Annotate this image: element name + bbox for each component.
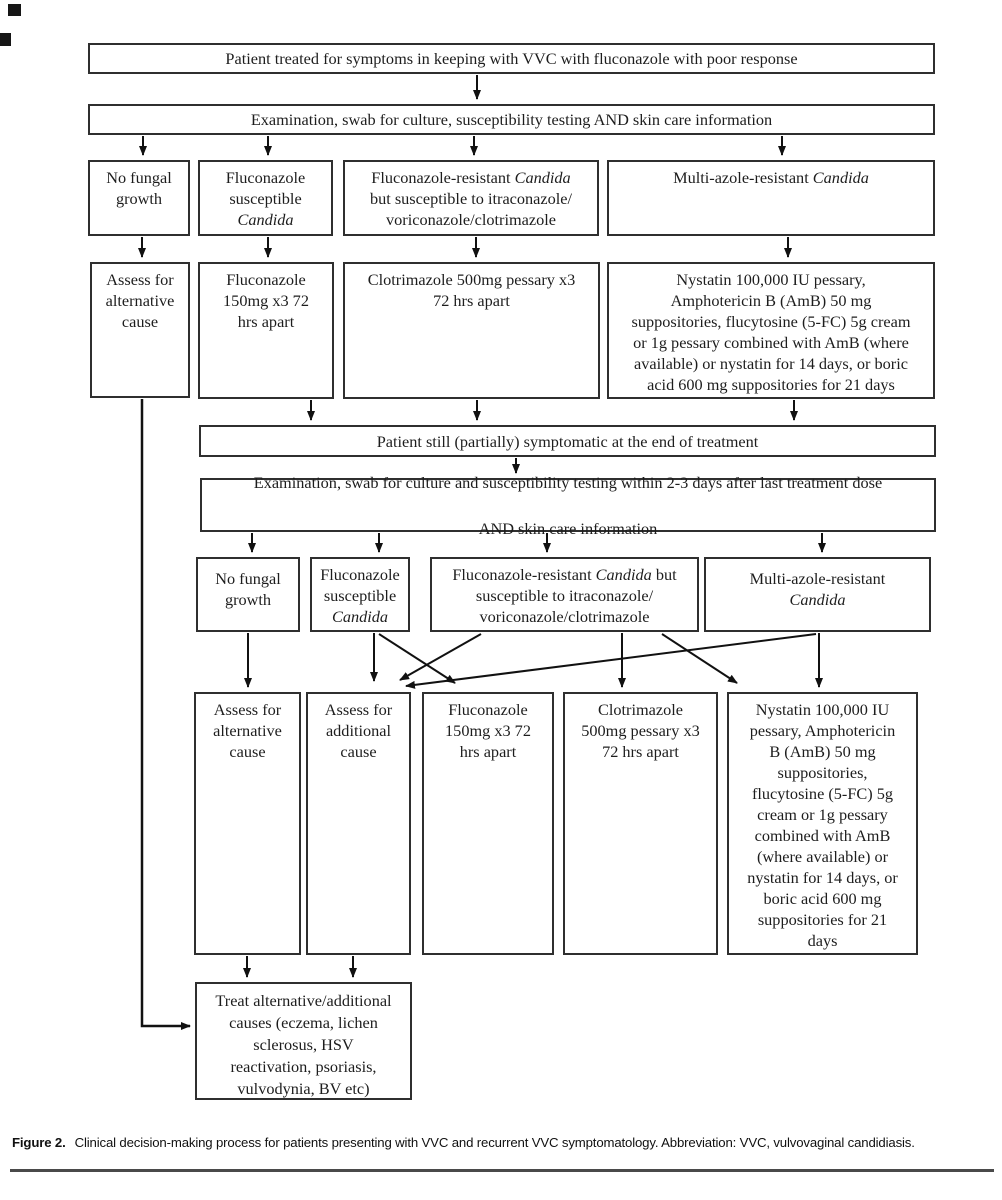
- bottom-rule: [10, 1169, 994, 1172]
- flow-node-exam2: Examination, swab for culture and suscep…: [200, 473, 936, 538]
- edge-d1-treat: [140, 399, 191, 1030]
- flow-node-exam1: Examination, swab for culture, susceptib…: [88, 104, 935, 135]
- edge-g3-h5: [661, 633, 738, 684]
- scan-mark-icon: [0, 33, 11, 46]
- flow-node-multi-azole-resistant-1: Multi-azole-resistant Candida: [607, 160, 935, 236]
- figure-caption-label: Figure 2.: [12, 1135, 66, 1150]
- edge-g4-h2: [405, 633, 817, 689]
- figure-caption-text: Clinical decision-making process for pat…: [74, 1135, 915, 1150]
- flow-node-still-symptomatic: Patient still (partially) symptomatic at…: [199, 425, 936, 457]
- flow-node-nystatin-treatment-1: Nystatin 100,000 IU pessary,Amphotericin…: [607, 262, 935, 399]
- scan-mark-icon: [8, 4, 21, 16]
- edge-g2-h3: [378, 633, 456, 684]
- edge-g3-h2: [399, 633, 482, 681]
- flow-node-start: Patient treated for symptoms in keeping …: [88, 43, 935, 74]
- figure-caption: Figure 2. Clinical decision-making proces…: [12, 1135, 992, 1150]
